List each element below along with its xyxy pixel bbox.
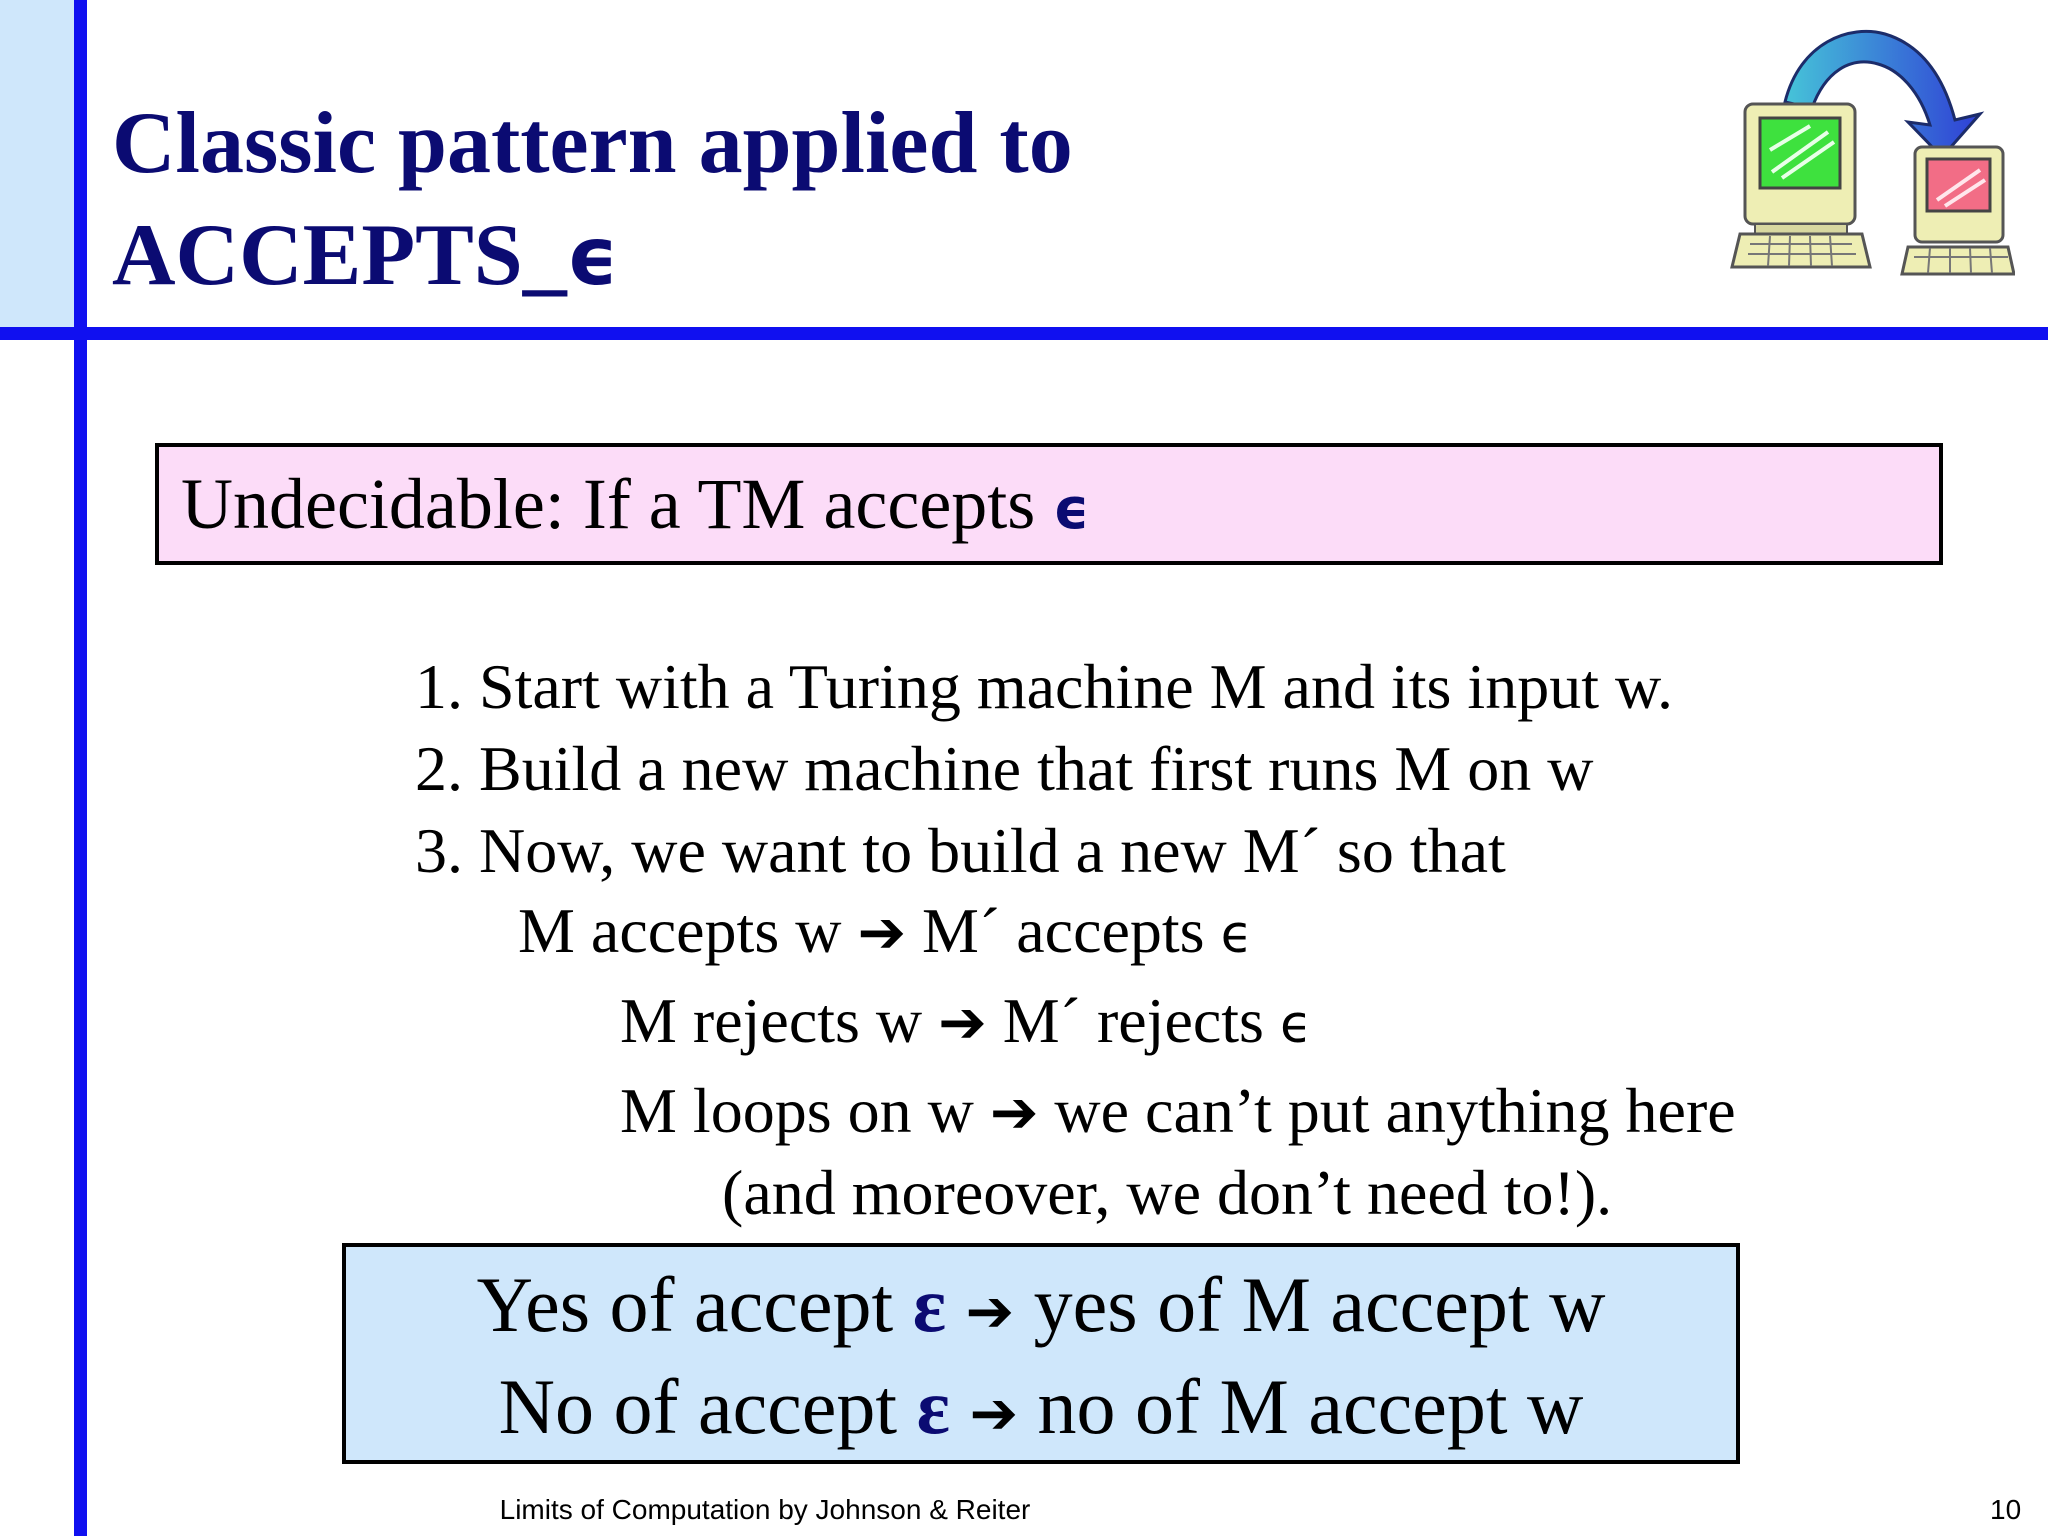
yes-left: Yes of accept xyxy=(476,1261,913,1348)
case-loops: M loops on w ➔ we can’t put anything her… xyxy=(620,1072,1736,1151)
right-arrow-icon: ➔ xyxy=(938,988,987,1056)
epsilon-symbol: ϵ xyxy=(1220,905,1253,965)
right-arrow-icon: ➔ xyxy=(965,1277,1015,1345)
right-arrow-icon: ➔ xyxy=(857,898,907,966)
page-number: 10 xyxy=(1990,1494,2022,1525)
title-line-2: ACCEPTS_ xyxy=(112,207,567,304)
case-loops-note: (and moreover, we don’t need to!). xyxy=(722,1157,1613,1228)
title-line-1: Classic pattern applied to xyxy=(112,95,1073,192)
case-accepts: M accepts w ➔ M´ accepts ϵ xyxy=(518,892,1253,974)
conclusion-line-yes: Yes of accept ε ➔ yes of M accept w xyxy=(346,1257,1736,1359)
vertical-blue-rule xyxy=(74,0,87,1536)
epsilon-symbol: ϵ xyxy=(1279,995,1312,1055)
right-arrow-icon: ➔ xyxy=(969,1379,1019,1447)
slide-title: Classic pattern applied to ACCEPTS_ϵ xyxy=(112,88,1073,313)
case-accepts-right: M´ accepts xyxy=(922,895,1221,966)
no-left: No of accept xyxy=(498,1363,917,1450)
conclusion-line-no: No of accept ε ➔ no of M accept w xyxy=(346,1359,1736,1461)
right-arrow-icon: ➔ xyxy=(989,1078,1039,1146)
step-2: 2. Build a new machine that first runs M… xyxy=(415,733,1594,804)
case-loops-left: M loops on w xyxy=(620,1075,974,1146)
undecidable-box: Undecidable: If a TM accepts ϵ xyxy=(155,443,1943,565)
case-rejects-right: M´ rejects xyxy=(1002,985,1280,1056)
horizontal-blue-rule xyxy=(0,327,2048,340)
left-accent-band xyxy=(0,0,74,330)
footer-credit: Limits of Computation by Johnson & Reite… xyxy=(499,1494,1031,1525)
conclusion-box: Yes of accept ε ➔ yes of M accept w No o… xyxy=(342,1243,1740,1464)
case-rejects-left: M rejects w xyxy=(620,985,923,1056)
yes-right: yes of M accept w xyxy=(1033,1261,1606,1348)
epsilon-symbol: ϵ xyxy=(1053,477,1090,542)
case-rejects: M rejects w ➔ M´ rejects ϵ xyxy=(620,982,1312,1064)
epsilon-symbol: ε xyxy=(912,1261,947,1348)
title-epsilon-symbol: ϵ xyxy=(566,210,619,303)
step-1: 1. Start with a Turing machine M and its… xyxy=(415,651,1674,722)
case-loops-right: we can’t put anything here xyxy=(1054,1075,1736,1146)
case-accepts-left: M accepts w xyxy=(518,895,842,966)
epsilon-symbol: ε xyxy=(916,1363,950,1450)
no-right: no of M accept w xyxy=(1037,1363,1584,1450)
two-computers-transfer-icon xyxy=(1730,29,2015,276)
step-3: 3. Now, we want to build a new M´ so tha… xyxy=(415,815,1506,886)
undecidable-text: Undecidable: If a TM accepts xyxy=(181,464,1054,544)
